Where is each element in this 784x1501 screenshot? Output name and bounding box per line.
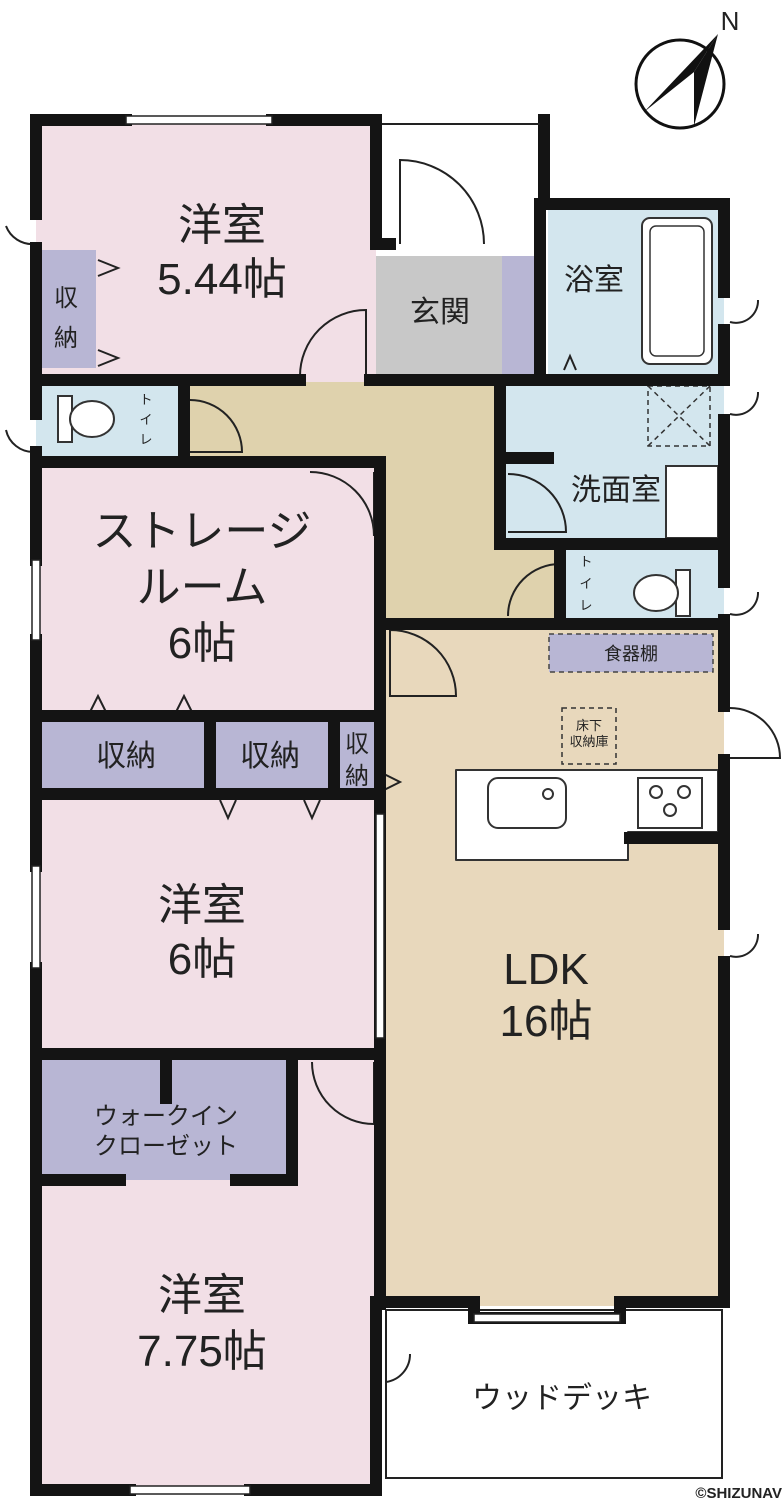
deck-fill <box>385 1309 723 1479</box>
kitchen-sink <box>487 777 567 829</box>
toilet-2-label-c: レ <box>579 598 592 613</box>
walls <box>30 114 730 1496</box>
underfloor-line1: 床下 <box>576 718 602 733</box>
closet-a-label: 収納 <box>96 740 156 773</box>
western-room-2-size: 6帖 <box>168 935 236 984</box>
western-room-1-size: 5.44帖 <box>157 255 287 304</box>
vanity <box>665 465 719 539</box>
western-room-2-name: 洋室 <box>158 881 246 930</box>
wic-line2: クローゼット <box>94 1133 238 1160</box>
compass-needle <box>644 34 718 112</box>
entrance-label: 玄関 <box>410 296 470 329</box>
fixtures <box>57 217 719 861</box>
underfloor-storage <box>561 707 617 765</box>
western-room-2-fill <box>36 794 380 1054</box>
western-room-3-name: 洋室 <box>158 1271 246 1320</box>
entrance-storage-fill <box>502 256 540 376</box>
storage-room-size: 6帖 <box>168 619 236 668</box>
closet-a-fill <box>36 716 210 794</box>
ldk-name: LDK <box>503 945 589 994</box>
deck-label: ウッドデッキ <box>472 1382 652 1415</box>
washroom-label: 洗面室 <box>571 474 661 507</box>
storage-1-label-a: 収 <box>54 285 78 312</box>
hallway-fill-3 <box>500 545 560 624</box>
storage-room-line2: ルーム <box>137 563 268 612</box>
hallway-fill-2 <box>380 462 500 624</box>
closet-c-fill <box>334 716 380 794</box>
storage-1-fill <box>36 250 96 368</box>
windows <box>31 115 621 1495</box>
toilet-2-label-b: イ <box>579 576 592 591</box>
cupboard-label: 食器棚 <box>604 644 658 664</box>
hallway-fill <box>184 382 500 462</box>
toilet-2-bowl <box>633 569 691 617</box>
closet-c-label-a: 収 <box>345 731 369 758</box>
toilet-1-bowl <box>57 395 115 443</box>
compass: N <box>634 6 740 130</box>
toilet-1-label-b: イ <box>139 412 152 427</box>
storage-room-line1: ストレージ <box>92 507 311 556</box>
ldk-size: 16帖 <box>500 997 593 1046</box>
room-fills <box>36 120 724 1490</box>
cupboard <box>548 633 714 673</box>
storage-1-label-b: 納 <box>54 325 78 352</box>
bath-label: 浴室 <box>564 264 624 297</box>
toilet-1-label-a: ト <box>139 392 152 407</box>
toilet-2-label-a: ト <box>579 554 592 569</box>
western-room-1-name: 洋室 <box>178 201 266 250</box>
closet-b-fill <box>210 716 334 794</box>
door-swings <box>5 158 782 1383</box>
ldk-fill <box>380 624 724 1306</box>
entrance-fill <box>376 256 502 376</box>
wic-line1: ウォークイン <box>94 1103 238 1130</box>
closet-b-label: 収納 <box>240 740 300 773</box>
bathtub <box>641 217 713 365</box>
storage-room-fill <box>36 462 380 716</box>
compass-north-label: N <box>721 6 740 36</box>
labels: 洋室 5.44帖 収 納 ト イ レ 玄関 浴室 洗面室 ト イ レ ストレージ… <box>54 201 782 1501</box>
underfloor-line2: 収納庫 <box>569 734 608 749</box>
copyright: ©SHIZUNAV <box>695 1485 782 1501</box>
closet-c-label-b: 納 <box>345 763 369 790</box>
western-room-3-size: 7.75帖 <box>137 1327 267 1376</box>
toilet-1-label-c: レ <box>139 432 152 447</box>
